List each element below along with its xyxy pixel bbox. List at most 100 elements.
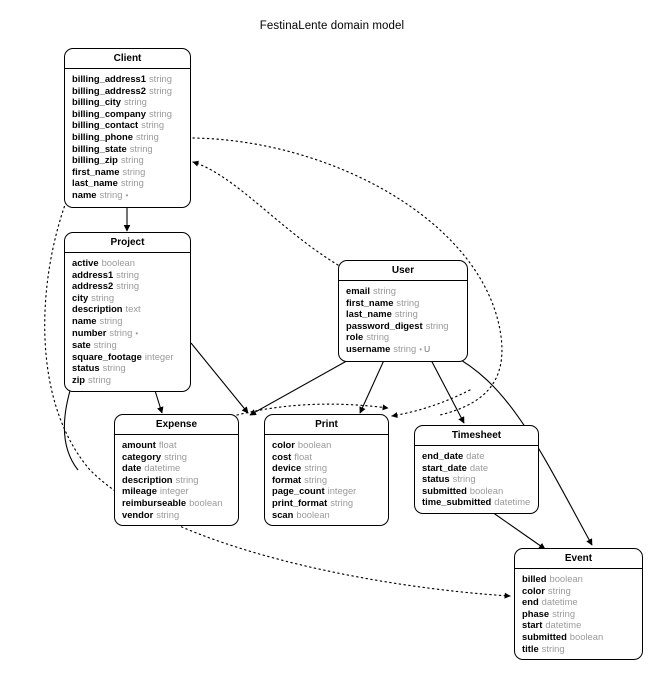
attribute-name: vendor [122,508,154,520]
attribute-type: string [93,339,117,351]
attribute-name: title [522,642,539,654]
attribute-type: string [123,96,147,108]
attribute-type: string [148,107,172,119]
attribute-name: email [346,285,370,296]
attribute-type: string [547,584,571,596]
attribute-type: string [541,642,565,654]
attribute-type: integer [327,485,357,497]
attribute-name: scan [272,508,294,520]
class-title-client: Client [65,49,190,69]
attribute-name: role [346,331,364,343]
attribute-name: first_name [72,165,120,177]
attribute-type: string [393,342,417,354]
attribute-name: password_digest [346,319,423,331]
attribute-type: datetime [545,619,582,631]
attribute-name: description [72,303,123,315]
class-title-user: User [339,261,467,281]
attribute-name: reimburseable [122,496,187,508]
attribute-type: text [125,303,141,315]
attribute-name: billing_state [72,142,127,154]
class-title-project: Project [65,233,190,253]
attribute-index-flag: • [125,190,129,200]
class-title-timesheet: Timesheet [415,426,538,446]
edge-timesheet-print-dotted [391,389,471,419]
attribute-type: string [425,319,449,331]
attribute-name: page_count [272,485,325,497]
attribute-name: billing_address2 [72,84,146,96]
attribute-type: string [394,308,418,320]
attribute-name: start_date [422,461,467,473]
attribute-name: mileage [122,485,157,497]
attribute-type: boolean [101,257,135,268]
attribute-type: string [120,154,144,166]
attribute-type: string [164,450,188,462]
attribute-type: boolean [469,484,504,496]
attribute-name: status [72,362,100,374]
attribute-type: integer [144,350,174,362]
attribute-type: integer [159,485,189,497]
attribute-name: city [72,291,89,303]
attribute-name: phase [522,607,550,619]
attribute-name: cost [272,450,292,462]
attribute-name: name [72,188,97,200]
attribute-type: float [294,450,313,462]
attribute-name: billing_company [72,107,146,119]
attribute-name: billing_city [72,96,121,108]
attribute-type: string [116,268,140,280]
class-title-expense: Expense [115,415,238,435]
edge-user-timesheet [429,357,465,424]
edge-user-print [359,357,386,414]
attribute-name: submitted [522,630,567,642]
attribute-type: string [148,73,172,84]
attribute-name: format [272,473,302,485]
attribute-name: time_submitted [422,496,492,508]
attribute-name: device [272,462,302,474]
attribute-name: category [122,450,162,462]
class-title-print: Print [265,415,388,435]
attribute-name: color [522,584,545,596]
attribute-name: description [122,473,173,485]
attribute-name: billed [522,573,547,584]
attribute-name: print_format [272,496,328,508]
attribute-name: amount [122,439,156,450]
attribute-name: start [522,619,543,631]
attribute-type: string [304,462,328,474]
